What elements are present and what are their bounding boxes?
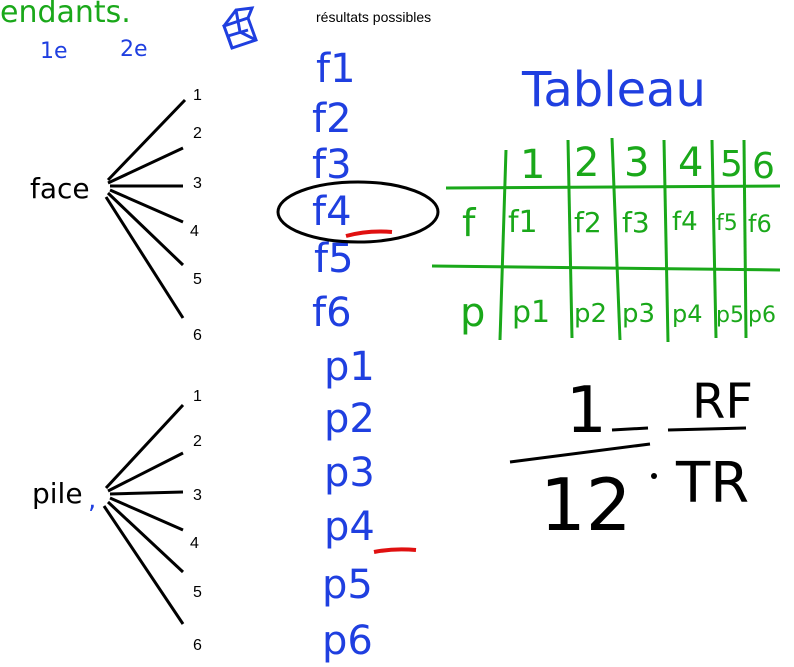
fraction-bar-left bbox=[509, 442, 651, 464]
f4-underline bbox=[345, 229, 393, 238]
result-p6: p6 bbox=[322, 618, 373, 664]
row-f-label: f bbox=[462, 201, 477, 245]
cell-p1: p1 bbox=[512, 295, 550, 330]
result-p2: p2 bbox=[324, 396, 375, 442]
cell-f2: f2 bbox=[574, 206, 602, 239]
cell-f1: f1 bbox=[508, 205, 538, 240]
col-header-4: 4 bbox=[678, 140, 703, 186]
cell-p2: p2 bbox=[574, 299, 607, 329]
pile-branch-3: 3 bbox=[193, 487, 202, 504]
col-header-2: 2 bbox=[574, 140, 599, 186]
dot-separator bbox=[651, 473, 657, 479]
fraction-denominator: 12 bbox=[540, 463, 632, 547]
table-title: Tableau bbox=[521, 62, 706, 118]
cell-p6: p6 bbox=[748, 303, 776, 328]
face-branch-5: 5 bbox=[193, 271, 202, 288]
cell-p5: p5 bbox=[716, 303, 744, 328]
pile-branch-2: 2 bbox=[193, 433, 202, 450]
result-f4: f4 bbox=[312, 189, 352, 235]
result-p3: p3 bbox=[324, 450, 375, 496]
first-mark: 1e bbox=[40, 39, 68, 64]
results-label: résultats possibles bbox=[316, 9, 431, 25]
face-branch-1: 1 bbox=[193, 87, 202, 104]
result-f2: f2 bbox=[312, 96, 352, 142]
row-p-label: p bbox=[460, 290, 485, 336]
result-f5: f5 bbox=[314, 236, 354, 282]
cube-drawing bbox=[222, 6, 258, 50]
f4-circle bbox=[276, 180, 440, 244]
cell-f6: f6 bbox=[748, 210, 772, 238]
pile-comma: , bbox=[88, 485, 96, 515]
p4-underline bbox=[373, 547, 417, 554]
result-f6: f6 bbox=[312, 290, 352, 336]
col-header-1: 1 bbox=[520, 142, 545, 188]
result-f1: f1 bbox=[316, 46, 356, 92]
pile-branch-1: 1 bbox=[193, 388, 202, 405]
face-branch-6: 6 bbox=[193, 327, 202, 344]
col-header-5: 5 bbox=[720, 144, 743, 185]
cell-p3: p3 bbox=[622, 299, 655, 329]
cell-f4: f4 bbox=[672, 207, 698, 237]
face-label: face bbox=[30, 172, 90, 205]
fraction-numerator: 1 bbox=[566, 374, 607, 448]
face-branch-2: 2 bbox=[193, 125, 202, 142]
result-p4: p4 bbox=[324, 504, 375, 550]
pile-branch-6: 6 bbox=[193, 637, 202, 654]
pile-branch-5: 5 bbox=[193, 584, 202, 601]
result-f3: f3 bbox=[312, 142, 352, 188]
table-grid bbox=[431, 137, 781, 343]
cell-f3: f3 bbox=[622, 206, 650, 239]
cell-p4: p4 bbox=[672, 300, 703, 328]
pile-branch-4: 4 bbox=[190, 535, 199, 552]
cell-f5: f5 bbox=[716, 211, 738, 236]
result-p1: p1 bbox=[324, 344, 375, 390]
pile-label: pile bbox=[32, 477, 83, 510]
face-branch-3: 3 bbox=[193, 175, 202, 192]
pile-branches bbox=[102, 403, 185, 625]
face-branches bbox=[104, 98, 187, 319]
col-header-3: 3 bbox=[624, 140, 649, 186]
fraction-bar-right bbox=[667, 426, 747, 432]
partial-title: endants. bbox=[0, 0, 131, 30]
face-branch-4: 4 bbox=[190, 223, 199, 240]
fraction-rf: RF bbox=[692, 374, 753, 430]
second-mark: 2e bbox=[120, 37, 148, 62]
col-header-6: 6 bbox=[752, 146, 775, 187]
fraction-tr: TR bbox=[675, 451, 749, 516]
result-p5: p5 bbox=[322, 562, 373, 608]
equals-sign bbox=[611, 426, 649, 432]
